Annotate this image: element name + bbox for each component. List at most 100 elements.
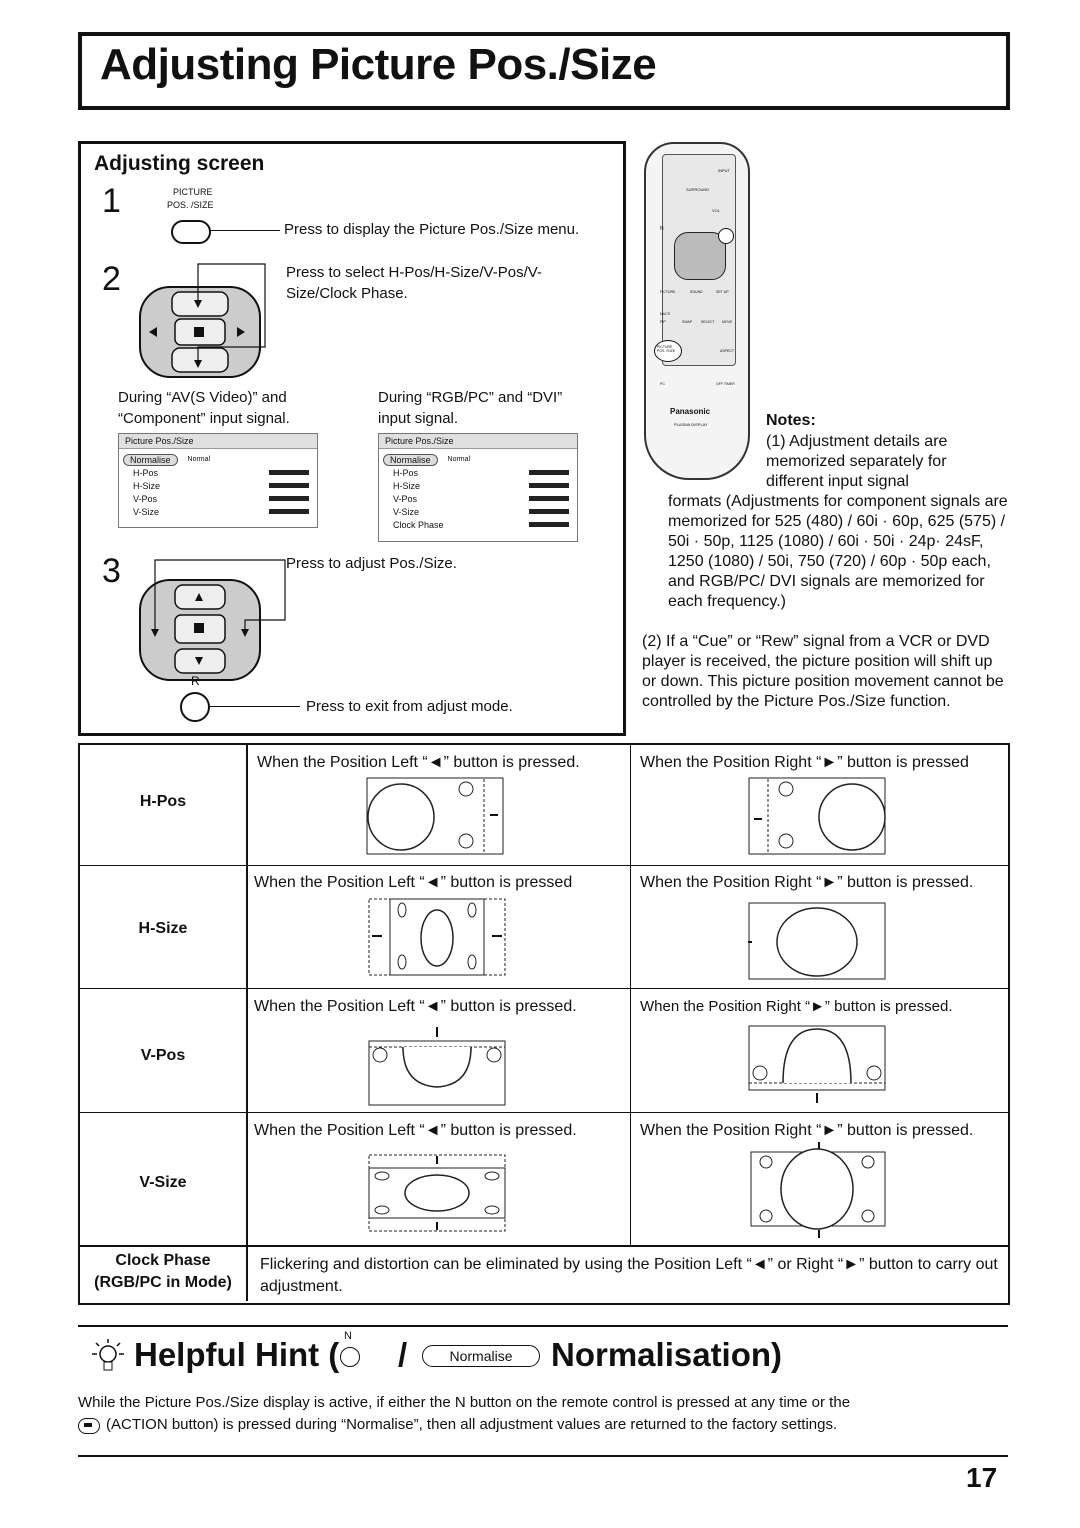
position-table (78, 743, 1010, 1305)
notes-heading: Notes: (766, 412, 816, 429)
osd-left-title: Picture Pos./Size (119, 434, 317, 449)
remote-picture-pos-button[interactable] (654, 340, 682, 362)
h-pos-right-diagram (748, 777, 886, 855)
remote-input-label: INPUT (718, 168, 730, 173)
remote-dpad[interactable] (674, 232, 726, 280)
hint-body-1: While the Picture Pos./Size display is a… (78, 1394, 851, 1411)
remote-sound-label: SOUND (690, 290, 703, 294)
h-pos-left-diagram (366, 777, 504, 855)
osd-left-caption: During “AV(S Video)” and “Component” inp… (118, 389, 290, 427)
remote-surround-label: SURROUND (686, 187, 710, 192)
row-label-h-pos: H-Pos (139, 793, 187, 810)
remote-n-button[interactable] (718, 228, 734, 244)
action-button-icon (78, 1418, 100, 1434)
step-1-number: 1 (102, 182, 121, 220)
pos-size-label: POS. /SIZE (167, 200, 214, 210)
osd-right-item: V-Pos (379, 492, 577, 505)
remote-control: INPUT SURROUND VOL N PICTURE SOUND SET U… (644, 142, 750, 480)
clock-phase-text: Flickering and distortion can be elimina… (260, 1256, 998, 1295)
clock-phase-label: Clock Phase (115, 1252, 211, 1269)
table-divider (78, 988, 1010, 989)
osd-right-item: H-Pos (379, 466, 577, 479)
light-bulb-icon (92, 1339, 124, 1371)
osd-right-normal: Normal (447, 456, 471, 463)
hint-rule (78, 1325, 1008, 1327)
remote-setup-label: SET UP (716, 290, 729, 294)
normalise-button-icon: Normalise (422, 1345, 540, 1367)
v-pos-right-diagram (748, 1025, 886, 1103)
h-size-right-caption: When the Position Right “►” button is pr… (640, 874, 974, 891)
remote-picture-pos-label: PICTURE POS. /SIZE (657, 345, 676, 353)
remote-model: PLASMA DISPLAY (674, 422, 708, 427)
hint-title-prefix: Helpful Hint ( (134, 1336, 340, 1373)
page-number: 17 (966, 1462, 998, 1493)
clock-phase-mode-label: (RGB/PC in Mode) (94, 1274, 232, 1291)
h-size-left-caption: When the Position Left “◄” button is pre… (254, 874, 573, 891)
v-size-left-diagram (368, 1154, 506, 1232)
osd-right-item: Clock Phase (379, 518, 577, 531)
step-3-number: 3 (102, 552, 121, 590)
action-button-mark (84, 1423, 92, 1427)
n-button-icon (340, 1347, 360, 1367)
r-button[interactable] (180, 692, 210, 722)
v-size-right-caption: When the Position Right “►” button is pr… (640, 1122, 974, 1139)
remote-aspect-label: ASPECT (720, 349, 735, 353)
remote-move-label: MOVE (722, 320, 733, 324)
v-size-left-caption: When the Position Left “◄” button is pre… (254, 1122, 577, 1139)
osd-right-title: Picture Pos./Size (379, 434, 577, 449)
remote-swap-label: SWAP (682, 320, 693, 324)
step-3-text: Press to adjust Pos./Size. (286, 555, 457, 572)
leader-line (210, 230, 280, 231)
hint-n-label: N (344, 1330, 352, 1342)
osd-left-menu: Picture Pos./Size Normalise Normal H-Pos… (118, 433, 318, 528)
remote-n-label: N (660, 226, 664, 232)
osd-left-item: H-Pos (119, 466, 317, 479)
osd-right-menu: Picture Pos./Size Normalise Normal H-Pos… (378, 433, 578, 542)
table-divider (78, 865, 1010, 866)
osd-left-normalise-row: Normalise Normal (119, 453, 317, 466)
note-2: (2) If a “Cue” or “Rew” signal from a VC… (642, 633, 1004, 710)
leader-line (210, 706, 300, 707)
adjusting-heading: Adjusting screen (94, 152, 265, 175)
osd-right-caption: During “RGB/PC” and “DVI” input signal. (378, 389, 563, 427)
row-label-h-size: H-Size (138, 920, 188, 937)
step-3-pad-diagram (139, 559, 286, 681)
osd-right-normalise-row: Normalise Normal (379, 453, 577, 466)
footer-rule (78, 1455, 1008, 1457)
osd-right-item: H-Size (379, 479, 577, 492)
note-1a: (1) Adjustment details are memorized sep… (766, 433, 948, 490)
h-size-left-diagram (368, 898, 506, 976)
table-divider (630, 743, 631, 1245)
remote-select-label: SELECT (701, 320, 715, 324)
osd-left-normal: Normal (187, 456, 211, 463)
row-label-v-size: V-Size (139, 1174, 187, 1191)
adjusting-screen-box (78, 141, 626, 736)
v-pos-left-caption: When the Position Left “◄” button is pre… (254, 998, 577, 1015)
table-divider (246, 743, 248, 1301)
row-label-v-pos: V-Pos (140, 1047, 186, 1064)
picture-label: PICTURE (173, 187, 213, 197)
r-label: R (191, 674, 200, 688)
osd-right-item: V-Size (379, 505, 577, 518)
exit-text: Press to exit from adjust mode. (306, 698, 513, 715)
h-size-right-diagram (748, 902, 886, 980)
note-1b: formats (Adjustments for component signa… (668, 493, 1008, 610)
title-box (78, 32, 1010, 110)
remote-off-timer-label: OFF TIMER (716, 382, 735, 386)
remote-brand: Panasonic (670, 407, 711, 416)
h-pos-left-caption: When the Position Left “◄” button is pre… (257, 754, 580, 771)
osd-left-item: V-Pos (119, 492, 317, 505)
osd-left-item: V-Size (119, 505, 317, 518)
hint-slash: / (398, 1336, 408, 1373)
v-pos-right-caption: When the Position Right “►” button is pr… (640, 998, 953, 1015)
remote-pip-label: PIP (660, 320, 666, 324)
v-pos-left-diagram (368, 1027, 506, 1106)
hint-body-2: (ACTION button) is pressed during “Norma… (106, 1416, 838, 1433)
v-size-right-diagram (750, 1142, 886, 1238)
osd-right-normalise: Normalise (383, 453, 438, 466)
step-2-pad-diagram (139, 263, 266, 378)
osd-left-normalise: Normalise (123, 453, 178, 466)
picture-pos-size-button[interactable] (171, 220, 211, 244)
remote-pc-label: PC (660, 382, 665, 386)
table-divider (78, 1112, 1010, 1113)
